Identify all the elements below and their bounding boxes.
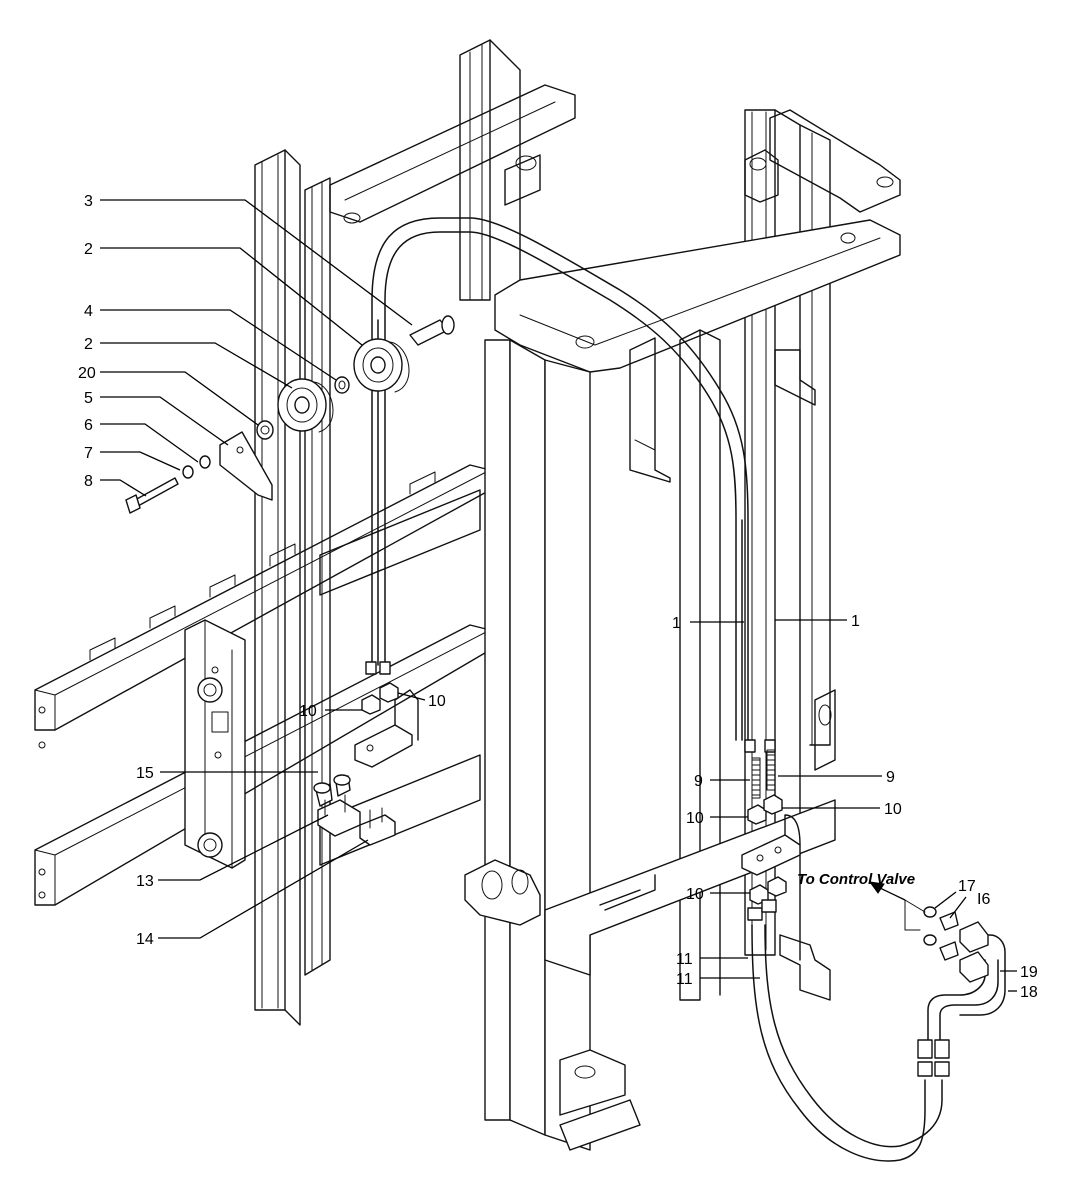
inner-mast — [464, 219, 901, 1151]
callout-11-lower: 11 — [676, 971, 693, 988]
callout-6: 6 — [84, 417, 93, 434]
callout-19: 19 — [1020, 964, 1038, 981]
callout-10-left-a: 10 — [299, 703, 317, 720]
callout-3: 3 — [84, 193, 93, 210]
callout-1-right: 1 — [851, 613, 860, 630]
callout-2-lower: 2 — [84, 336, 93, 353]
callout-1-left: 1 — [672, 615, 681, 632]
callout-10-right-b: 10 — [884, 801, 902, 818]
callout-20: 20 — [78, 365, 96, 382]
callout-4: 4 — [84, 303, 93, 320]
hose-assembly — [371, 217, 1006, 1162]
callout-11-upper: 11 — [676, 951, 693, 968]
callout-18: 18 — [1020, 984, 1038, 1001]
callout-17: 17 — [958, 878, 976, 895]
callout-7: 7 — [84, 445, 93, 462]
callout-9-left: 9 — [694, 773, 703, 790]
callout-10-right-c: 10 — [686, 886, 704, 903]
callout-14: 14 — [136, 931, 154, 948]
callout-10-right-a: 10 — [686, 810, 704, 827]
callout-16: I6 — [977, 891, 990, 908]
callout-labels: 3 2 4 2 20 5 6 7 8 1 1 10 10 9 9 10 10 1… — [78, 193, 1038, 1001]
fork-carriage — [34, 464, 491, 906]
pulley-parts — [125, 315, 455, 514]
right-fittings — [741, 739, 989, 1077]
callout-9-right: 9 — [886, 769, 895, 786]
callout-13: 13 — [136, 873, 154, 890]
callout-10-left-b: 10 — [428, 693, 446, 710]
to-control-valve-note: To Control Valve — [797, 871, 915, 888]
callout-5: 5 — [84, 390, 93, 407]
callout-2-upper: 2 — [84, 241, 93, 258]
callout-8: 8 — [84, 473, 93, 490]
leader-lines — [100, 199, 1017, 992]
callout-15: 15 — [136, 765, 154, 782]
left-fittings — [313, 661, 419, 846]
